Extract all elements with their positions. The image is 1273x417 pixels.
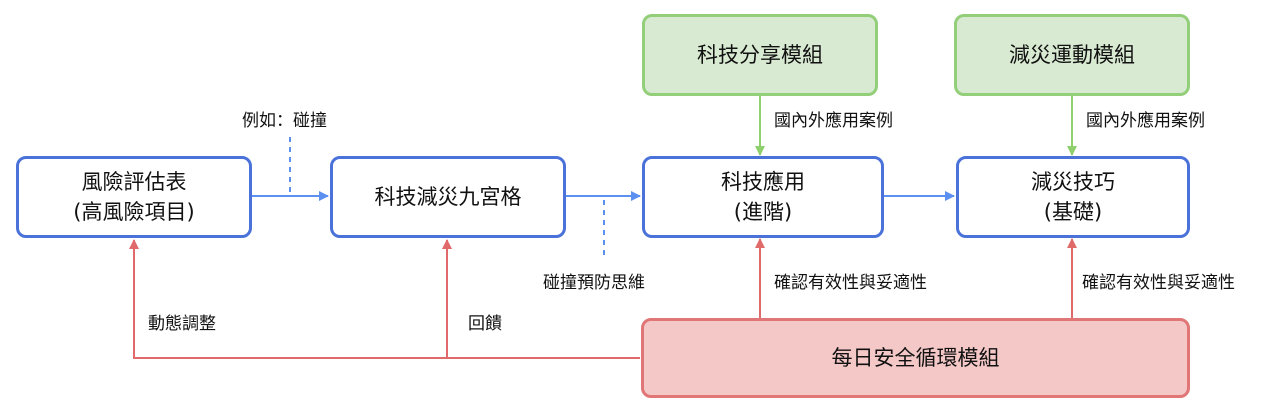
nine-grid-node: 科技減災九宮格 — [330, 156, 566, 238]
disaster-skill-title: 減災技巧 — [1031, 170, 1115, 194]
risk-assessment-subtitle: (高風險項目) — [73, 200, 195, 224]
risk-assessment-title: 風險評估表 — [81, 170, 187, 194]
risk-assessment-node: 風險評估表 (高風險項目) — [16, 156, 252, 238]
tech-share-module-node: 科技分享模組 — [642, 14, 878, 96]
label-confirm-tech: 確認有效性與妥適性 — [774, 273, 927, 293]
tech-application-title: 科技應用 — [721, 170, 805, 194]
feedback-line — [129, 239, 640, 359]
disaster-move-module-title: 減災運動模組 — [1009, 43, 1135, 67]
label-cases-skill: 國內外應用案例 — [1086, 111, 1205, 131]
label-confirm-skill: 確認有效性與妥適性 — [1082, 273, 1235, 293]
daily-safety-module-node: 每日安全循環模組 — [641, 318, 1190, 398]
nine-grid-title: 科技減災九宮格 — [374, 185, 522, 209]
tech-application-subtitle: (進階) — [733, 200, 793, 224]
disaster-skill-subtitle: (基礎) — [1043, 200, 1103, 224]
label-dynamic-adjust: 動態調整 — [148, 314, 216, 334]
disaster-move-module-node: 減災運動模組 — [954, 14, 1190, 96]
label-collision-thinking: 碰撞預防思維 — [543, 273, 645, 293]
tech-application-node: 科技應用 (進階) — [642, 156, 884, 238]
disaster-skill-node: 減災技巧 (基礎) — [956, 156, 1190, 238]
daily-safety-module-title: 每日安全循環模組 — [831, 346, 1000, 370]
label-cases-tech: 國內外應用案例 — [774, 111, 893, 131]
tech-share-module-title: 科技分享模組 — [697, 43, 823, 67]
label-feedback: 回饋 — [468, 314, 502, 334]
label-example-collision: 例如：碰撞 — [242, 111, 327, 131]
